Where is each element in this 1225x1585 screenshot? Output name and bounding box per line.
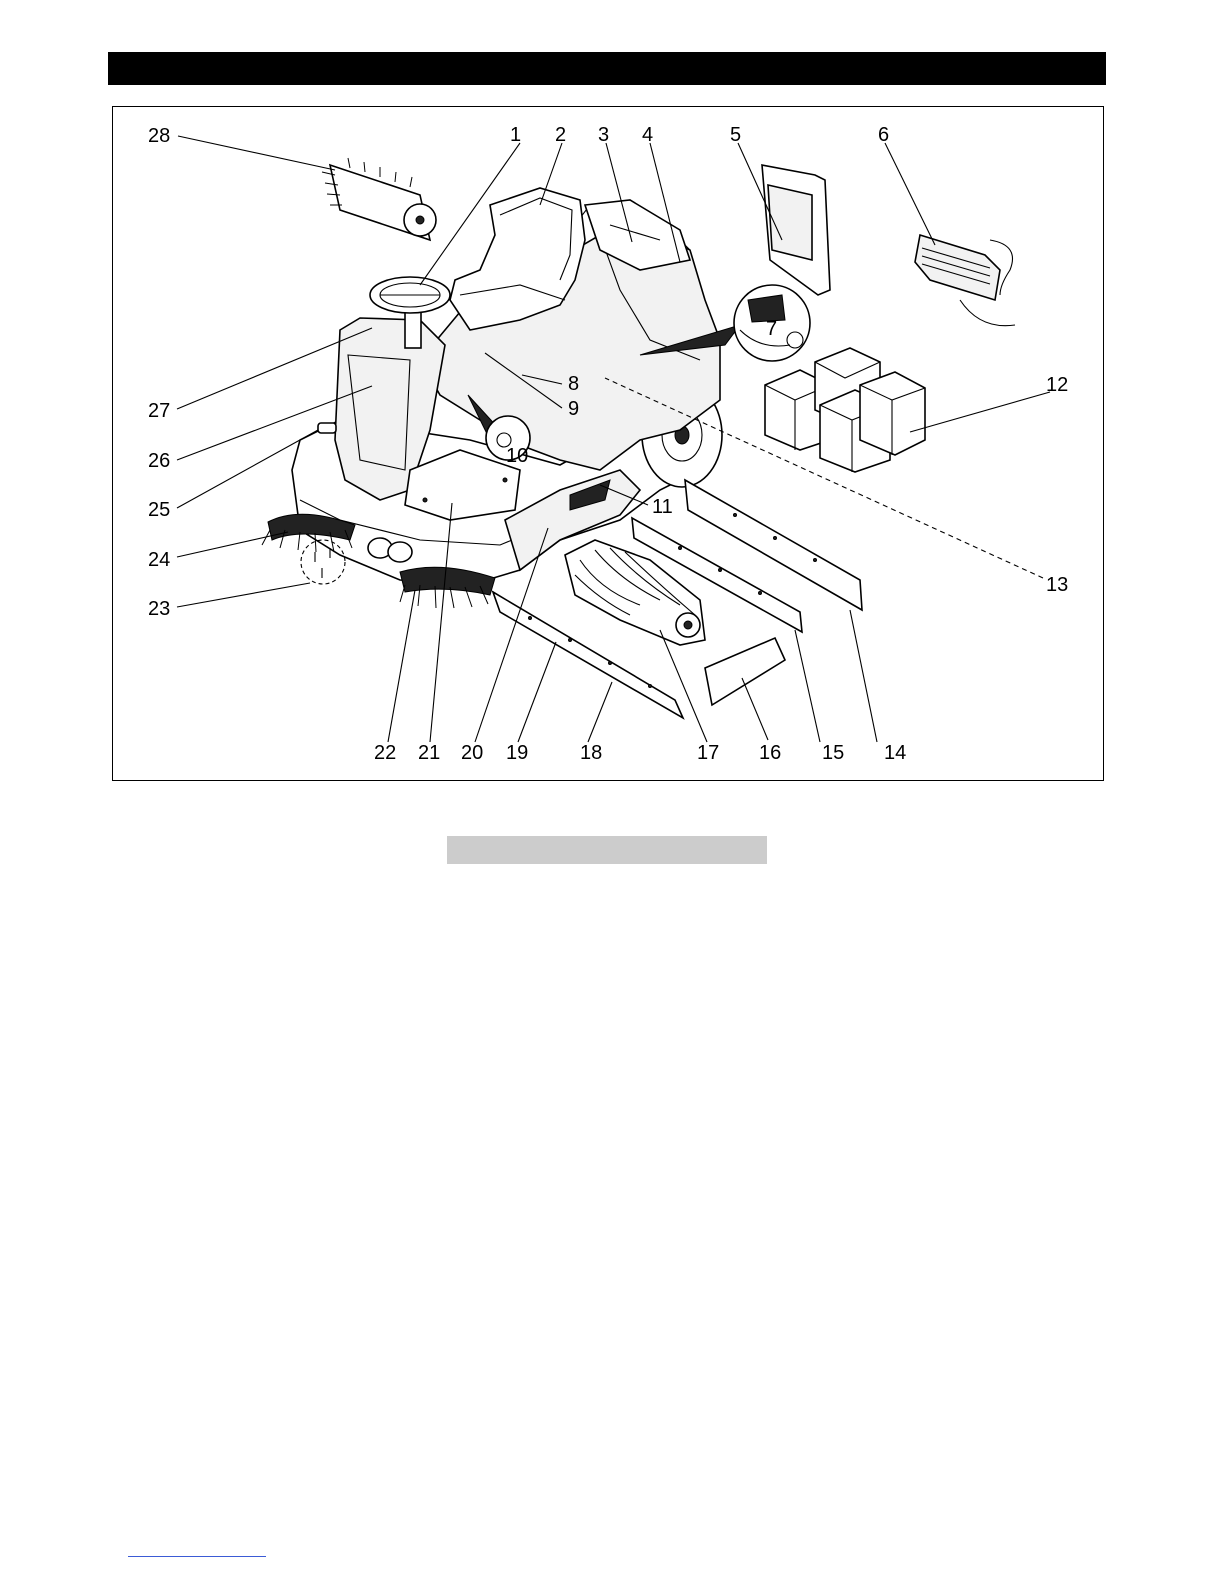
- callout-6: 6: [878, 124, 889, 146]
- charger-6: [915, 235, 1015, 326]
- callout-3: 3: [598, 124, 609, 146]
- callout-18: 18: [580, 742, 602, 764]
- callout-11: 11: [652, 496, 673, 518]
- callout-15: 15: [822, 742, 844, 764]
- callout-17: 17: [697, 742, 719, 764]
- callout-25: 25: [148, 499, 170, 521]
- plate-16: [705, 638, 785, 705]
- callout-12: 12: [1046, 374, 1068, 396]
- sealing-strip-14: [685, 480, 862, 610]
- callout-19: 19: [506, 742, 528, 764]
- callout-1: 1: [510, 124, 521, 146]
- callout-23: 23: [148, 598, 170, 620]
- callout-8: 8: [568, 373, 579, 395]
- callout-16: 16: [759, 742, 781, 764]
- callout-20: 20: [461, 742, 483, 764]
- callout-7: 7: [766, 318, 777, 340]
- callout-27: 27: [148, 400, 170, 422]
- callout-2: 2: [555, 124, 566, 146]
- callout-10: 10: [506, 445, 528, 467]
- callout-13: 13: [1046, 574, 1068, 596]
- callout-26: 26: [148, 450, 170, 472]
- callout-22: 22: [374, 742, 396, 764]
- callout-5: 5: [730, 124, 741, 146]
- callout-28: 28: [148, 125, 170, 147]
- batteries-12: [765, 348, 925, 472]
- callout-9: 9: [568, 398, 579, 420]
- callout-14: 14: [884, 742, 906, 764]
- filter-box-5: [762, 165, 830, 295]
- callout-24: 24: [148, 549, 170, 571]
- callout-4: 4: [642, 124, 653, 146]
- callout-21: 21: [418, 742, 440, 764]
- roller-brush-28: [322, 158, 436, 240]
